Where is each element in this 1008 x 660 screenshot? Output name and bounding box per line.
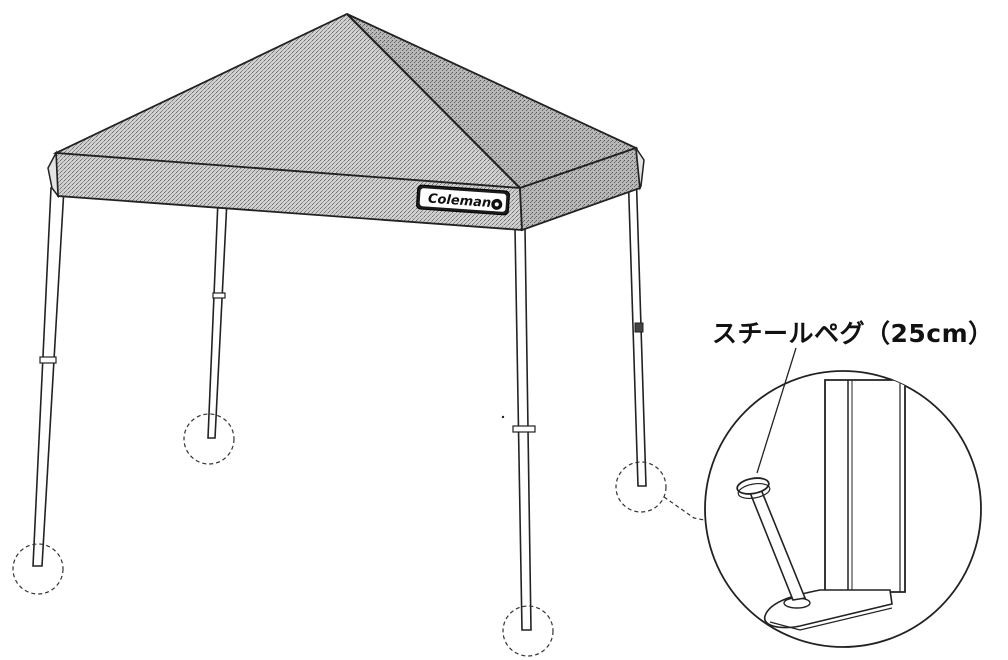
stray-dot	[501, 415, 505, 419]
peg-point-circle-front-right	[502, 605, 554, 657]
leg-front-right	[512, 227, 536, 631]
canopy-roof	[47, 12, 645, 232]
callout-leader-line	[756, 347, 797, 474]
peg-point-circle-back-left	[183, 413, 235, 465]
coleman-logo-text: Coleman	[427, 192, 491, 211]
leg-front-left	[32, 187, 65, 567]
peg-point-circle-front-left	[12, 543, 64, 595]
detail-connector-line	[663, 496, 705, 521]
peg-detail-view	[704, 370, 982, 648]
leg-back-right	[627, 167, 647, 487]
steel-peg-label: スチールペグ（25cm）	[712, 319, 994, 348]
leg-back-left	[207, 199, 228, 439]
coleman-logo: Coleman	[416, 184, 510, 216]
peg-point-circle-back-right	[615, 461, 667, 513]
